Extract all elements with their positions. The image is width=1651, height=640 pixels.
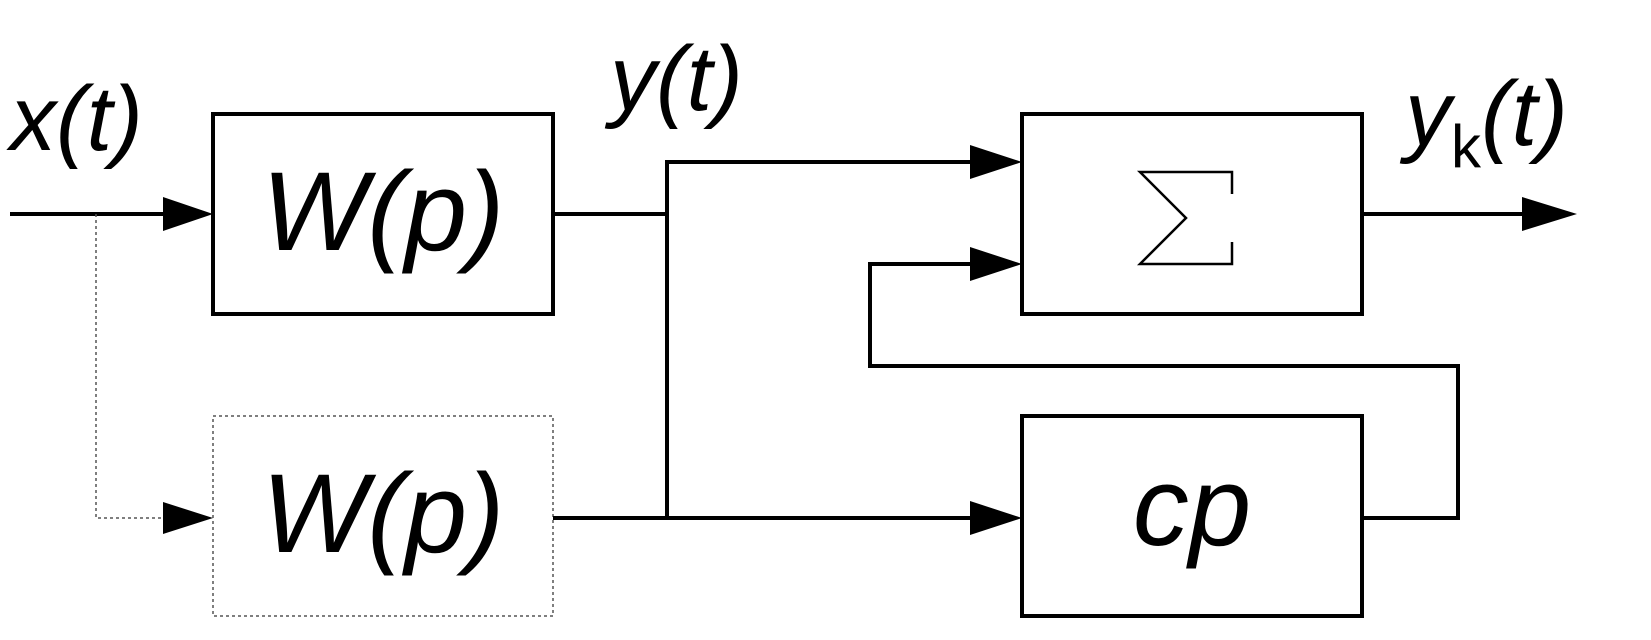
output-arrowhead [1522,197,1577,231]
bottom-w-arrowhead [163,502,213,534]
input-signal-label: x(t) [6,68,143,170]
summer-input2-arrowhead [970,247,1022,281]
intermediate-signal-label: y(t) [604,28,743,130]
output-label-base: y [1399,63,1456,165]
feedback-line [868,262,1460,520]
w-block-top-label: W(p) [262,149,505,274]
output-signal-label: yk(t) [1399,63,1568,180]
input-arrowhead [163,197,213,231]
summer-input1-arrowhead [970,145,1022,179]
cp-input-arrowhead [970,501,1022,535]
summer-block [1020,112,1364,316]
w-block-bottom-label: W(p) [262,451,505,576]
input-branch-dotted-line [95,214,165,519]
differentiator-block-label: cp [1133,444,1251,569]
output-label-suffix: (t) [1481,63,1568,165]
sum-symbol-icon [1136,170,1234,266]
output-label-subscript: k [1451,113,1482,180]
